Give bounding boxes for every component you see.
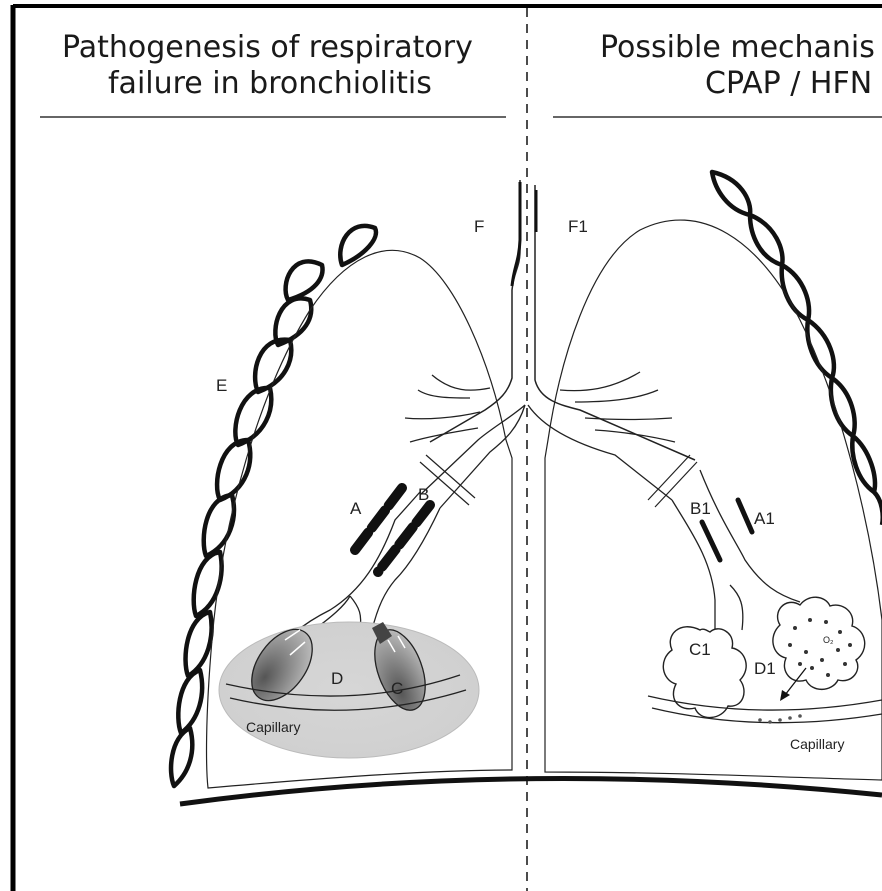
right-bronchiole-wall-3 <box>730 585 743 630</box>
left-bronchus-branch3 <box>405 412 480 419</box>
bronchial-wall-thickening-a1 <box>738 500 752 532</box>
right-bronchus-mark-1 <box>648 455 690 500</box>
trachea-left-wall-bold <box>512 182 520 286</box>
label-b1: B1 <box>690 499 711 518</box>
label-capillary-right: Capillary <box>790 736 844 752</box>
label-a1: A1 <box>754 509 775 528</box>
label-d: D <box>331 669 343 688</box>
right-bronchus-branch1 <box>560 372 640 391</box>
diffusion-arrowhead <box>780 690 790 701</box>
chest-wall-ribs-right <box>712 172 882 525</box>
right-bronchus-branch3 <box>585 418 672 420</box>
label-c1: C1 <box>689 640 711 659</box>
bronchial-wall-thickening-b1 <box>702 522 720 560</box>
label-d1: D1 <box>754 659 776 678</box>
label-f1: F1 <box>568 217 588 236</box>
right-bronchiole-wall-2 <box>700 470 800 602</box>
diaphragm <box>180 779 882 804</box>
label-capillary-left: Capillary <box>246 719 300 735</box>
bronchial-wall-thickening-a <box>355 488 402 550</box>
right-bronchus-branch4 <box>595 430 675 442</box>
left-bronchus-upper-branch <box>432 375 490 390</box>
right-bronchus-branch2 <box>575 390 658 402</box>
label-o2: O₂ <box>823 635 834 645</box>
right-bronchiole-wall-1 <box>672 500 715 640</box>
label-a: A <box>350 499 362 518</box>
label-f: F <box>474 217 484 236</box>
label-e: E <box>216 376 227 395</box>
left-bronchus-upper-branch2 <box>418 390 470 398</box>
label-b: B <box>418 485 429 504</box>
label-c: C <box>391 679 403 698</box>
left-bronchus-branch4 <box>410 428 478 442</box>
